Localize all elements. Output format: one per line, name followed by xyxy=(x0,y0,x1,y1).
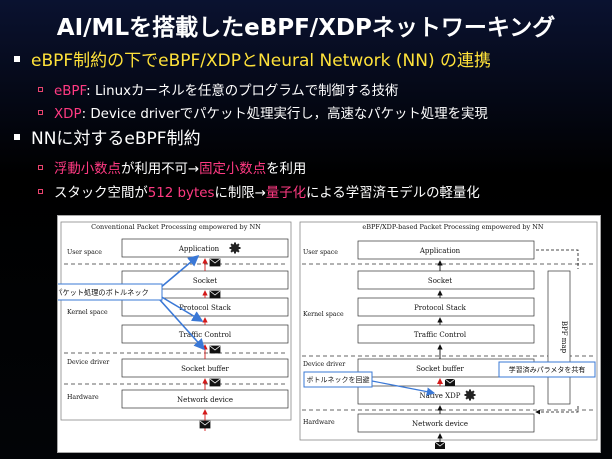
right-panel-title: eBPF/XDP-based Packet Processing empower… xyxy=(362,223,544,231)
architecture-figure: Conventional Packet Processing empowered… xyxy=(57,215,601,453)
envelope-icon xyxy=(209,258,221,267)
envelope-icon xyxy=(209,378,221,387)
avoid-callout xyxy=(303,371,373,388)
bottleneck-callout xyxy=(58,283,163,301)
right-protocol-stack-box xyxy=(357,297,535,317)
bottleneck-callout-text: パケット処理のボトルネック xyxy=(58,288,149,297)
dashed-arrow-map-to-xdp xyxy=(535,406,579,415)
sub-bullet-1-2: XDP: Device driverでパケット処理実行し，高速なパケット処理を実… xyxy=(38,102,488,122)
layer-user-label: User space xyxy=(67,249,102,256)
share-callout-text: 学習済みパラメタを共有 xyxy=(509,365,586,374)
sub-bullet-highlight: 固定小数点 xyxy=(199,162,267,177)
right-traffic-control-label: Traffic Control xyxy=(414,331,467,339)
right-traffic-control-box xyxy=(357,324,535,344)
sub-bullet-text: スタック空間が xyxy=(54,186,148,201)
share-callout xyxy=(498,361,596,378)
right-panel xyxy=(299,221,598,441)
bullet-2-text: NNに対するeBPF制約 xyxy=(31,129,201,149)
sub-bullet-highlight: 量子化 xyxy=(265,186,307,201)
sub-bullet-text: に制限→ xyxy=(214,186,266,201)
left-traffic-control-label: Traffic Control xyxy=(179,331,232,339)
right-application-label: Application xyxy=(419,247,461,255)
sub-bullet-2-1: 浮動小数点が利用不可→固定小数点を利用 xyxy=(38,157,306,177)
sub-bullet-text: : Linuxカーネルを任意のプログラムで制御する技術 xyxy=(86,84,399,99)
layer-driver-label: Device driver xyxy=(67,359,109,366)
hollow-square-bullet-icon xyxy=(38,86,43,92)
sub-bullet-text: が利用不可→ xyxy=(120,162,200,177)
hollow-square-bullet-icon xyxy=(38,188,43,194)
sub-bullet-text: を利用 xyxy=(266,162,307,177)
architecture-diagram: Conventional Packet Processing empowered… xyxy=(58,221,598,449)
right-socket-label: Socket xyxy=(428,277,452,285)
left-application-box xyxy=(121,238,289,258)
gear-icon xyxy=(464,389,476,401)
blue-arrow xyxy=(159,299,206,351)
sub-bullet-highlight: 浮動小数点 xyxy=(54,162,121,177)
sub-bullet-highlight: eBPF xyxy=(54,84,87,99)
right-protocol-stack-label: Protocol Stack xyxy=(414,304,467,312)
hollow-square-bullet-icon xyxy=(38,164,43,170)
avoid-callout-text: ボトルネックを回避 xyxy=(307,375,370,384)
sub-bullet-highlight: XDP xyxy=(54,107,82,122)
right-socket-buffer-label: Socket buffer xyxy=(416,365,464,373)
left-socket-buffer-label: Socket buffer xyxy=(181,365,229,373)
hollow-square-bullet-icon xyxy=(38,109,43,115)
left-application-label: Application xyxy=(178,245,220,253)
right-application-box xyxy=(357,240,535,260)
dashed-arrow-app-to-map xyxy=(536,249,579,269)
layer-hardware-label: Hardware xyxy=(303,419,335,426)
bullet-1: eBPF制約の下でeBPF/XDPとNeural Network (NN) の連… xyxy=(14,46,491,71)
right-network-device-label: Network device xyxy=(412,420,468,428)
layer-user-label: User space xyxy=(303,249,338,256)
envelope-icon xyxy=(434,441,446,449)
bullet-2: NNに対するeBPF制約 xyxy=(14,124,201,149)
left-protocol-stack-label: Protocol Stack xyxy=(179,304,232,312)
right-network-device-box xyxy=(357,413,535,433)
blue-arrow xyxy=(159,295,204,322)
left-panel xyxy=(60,221,292,421)
right-socket-box xyxy=(357,270,535,290)
envelope-icon xyxy=(444,378,456,386)
sub-bullet-text: : Device driverでパケット処理実行し，高速なパケット処理を実現 xyxy=(81,107,488,122)
sub-bullet-2-2: スタック空間が512 bytesに制限→量子化による学習済モデルの軽量化 xyxy=(38,181,480,201)
left-network-device-label: Network device xyxy=(177,396,233,404)
layer-driver-label: Device driver xyxy=(303,361,345,368)
blue-arrow xyxy=(159,254,200,289)
slide-title: AI/MLを搭載したeBPF/XDPネットワーキング xyxy=(56,15,556,41)
blue-arrow xyxy=(371,380,436,396)
sub-bullet-text: による学習済モデルの軽量化 xyxy=(306,186,480,201)
envelope-icon xyxy=(209,345,221,354)
sub-bullet-highlight: 512 bytes xyxy=(147,186,215,201)
left-panel-title: Conventional Packet Processing empowered… xyxy=(91,223,261,231)
envelope-icon xyxy=(209,290,221,299)
layer-kernel-label: Kernel space xyxy=(303,311,344,318)
bullet-1-text: eBPF制約の下でeBPF/XDPとNeural Network (NN) の連… xyxy=(31,51,491,71)
sub-bullet-1-1: eBPF: Linuxカーネルを任意のプログラムで制御する技術 xyxy=(38,79,398,99)
envelope-icon xyxy=(199,420,211,429)
square-bullet-icon xyxy=(14,134,20,140)
bpf-map-label: BPF map xyxy=(560,321,568,354)
gear-icon xyxy=(229,242,241,254)
layer-kernel-label: Kernel space xyxy=(67,309,108,316)
right-native-xdp-label: Native XDP xyxy=(420,392,461,400)
square-bullet-icon xyxy=(14,56,20,62)
left-socket-label: Socket xyxy=(193,277,217,285)
layer-hardware-label: Hardware xyxy=(67,394,99,401)
